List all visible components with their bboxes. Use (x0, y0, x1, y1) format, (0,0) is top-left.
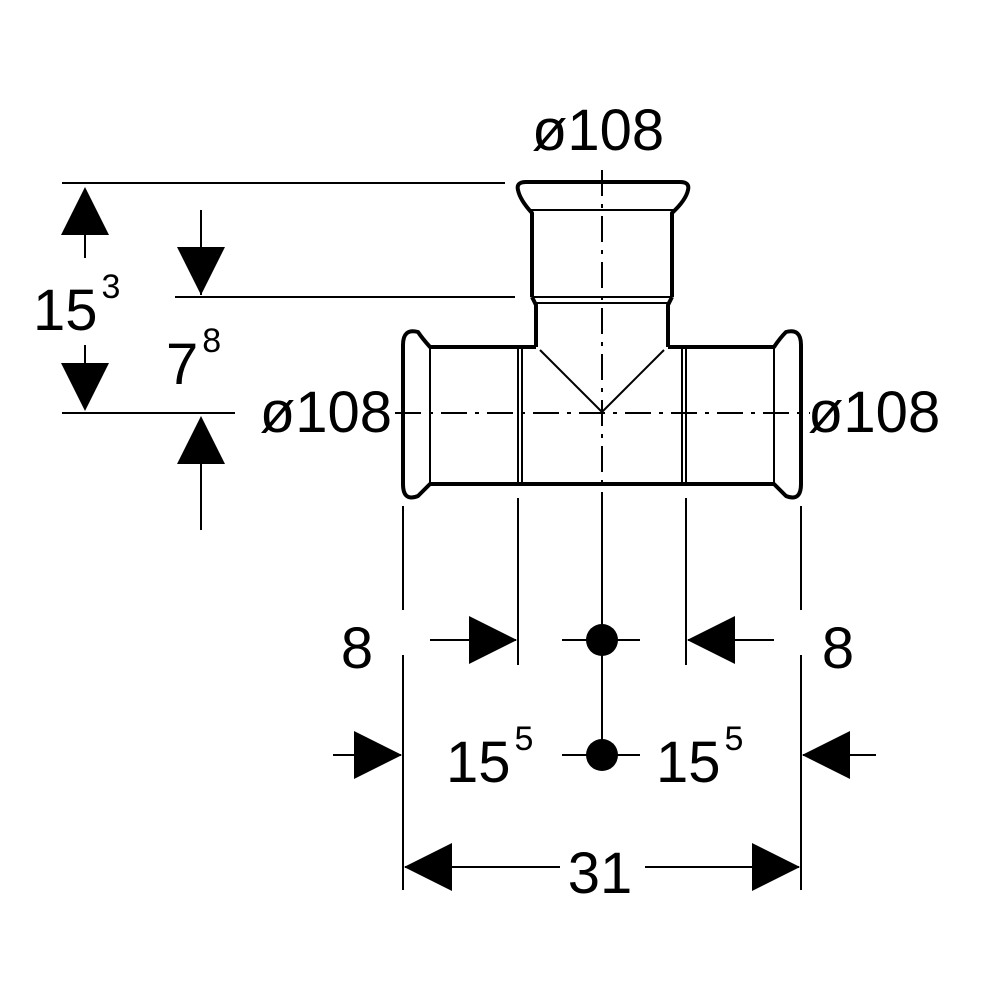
right-diameter-label: ø108 (808, 380, 940, 445)
center-dot-upper (586, 624, 618, 656)
arrow-up-top (61, 187, 109, 235)
arrow-left-right-half (802, 731, 850, 779)
center-lines (395, 170, 810, 500)
horizontal-dimensions (333, 498, 876, 890)
fitting-inner-lines (429, 209, 775, 484)
arrow-down-bottom (61, 363, 109, 411)
arrow-right-left-insert (469, 616, 517, 664)
right-insert-label: 8 (822, 616, 854, 681)
vertical-dimensions (62, 182, 515, 530)
left-diameter-label: ø108 (260, 380, 392, 445)
total-length-label: 31 (568, 841, 633, 906)
top-diameter-label: ø108 (532, 98, 664, 163)
horizontal-arrows (354, 616, 850, 891)
left-socket (401, 329, 518, 500)
right-socket (686, 329, 803, 500)
arrow-right-total (752, 843, 800, 891)
arrow-right-left-half (354, 731, 402, 779)
left-insert-label: 8 (341, 616, 373, 681)
arrow-down-branch (177, 247, 225, 295)
arrow-left-right-insert (687, 616, 735, 664)
vertical-arrows (61, 187, 225, 464)
top-neck (530, 296, 674, 347)
arrow-left-total (404, 843, 452, 891)
center-dot-lower (586, 739, 618, 771)
arrow-up-center (177, 416, 225, 464)
